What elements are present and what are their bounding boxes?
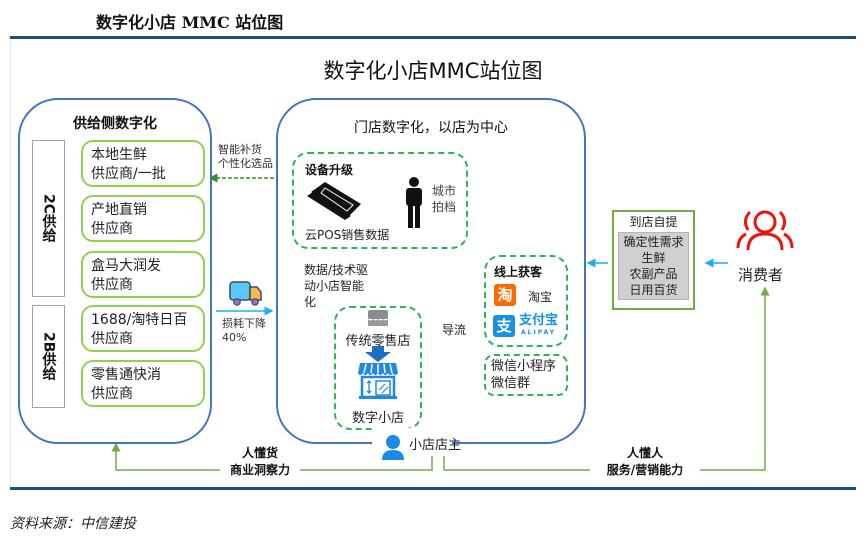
supplier-card: 零售通快消 供应商: [81, 360, 205, 407]
replenish-line1: 智能补货: [218, 143, 262, 156]
label-people-insight: 人懂人 服务/营销能力: [590, 445, 700, 479]
owner-label: 小店店主: [409, 438, 462, 453]
taobao-icon: 淘: [494, 284, 516, 306]
city-partner-label: 城市 拍档: [432, 183, 456, 215]
wechat-line1: 微信小程序: [491, 359, 557, 374]
traditional-store-label: 传统零售店: [345, 334, 411, 349]
supplier-name: 本地生鲜: [91, 147, 147, 163]
supplier-card: 产地直销 供应商: [81, 195, 205, 242]
group-label-2b: 2B供给: [32, 305, 65, 408]
supplier-card: 1688/淘特日百 供应商: [81, 305, 205, 352]
store-side-title: 门店数字化，以店为中心: [354, 120, 508, 136]
group-label-2c: 2C供给: [32, 140, 65, 297]
supply-side-title: 供给侧数字化: [73, 116, 157, 132]
data-driven-line3: 化: [304, 295, 317, 309]
truck-icon: [228, 280, 264, 312]
wechat-label: 微信小程序 微信群: [491, 358, 556, 392]
wechat-box: [484, 354, 568, 396]
bottom-rule: [10, 487, 856, 490]
digital-store-icon: [358, 363, 398, 403]
top-rule: [10, 36, 856, 39]
taobao-label: 淘宝: [528, 290, 553, 304]
label-traffic: 导流: [442, 323, 467, 337]
equipment-title: 设备升级: [305, 163, 354, 177]
loss-value: 40%: [222, 331, 247, 344]
label-loss-reduction: 损耗下降 40%: [222, 317, 266, 345]
owner-bg: [372, 428, 452, 456]
supplier-name: 盒马大润发: [91, 258, 161, 274]
pickup-item: 农副产品: [629, 267, 678, 281]
pickup-item: 生鲜: [641, 251, 666, 265]
data-driven-line1: 数据/技术驱: [304, 263, 369, 277]
supplier-name: 1688/淘特日百: [91, 312, 188, 328]
partner-line1: 城市: [432, 184, 457, 198]
arrow-down-icon: [365, 346, 391, 366]
consumer-icon: [734, 208, 796, 256]
alipay-sublabel: ALIPAY: [521, 329, 556, 336]
partner-line2: 拍档: [432, 200, 457, 214]
source-note: 资料来源：中信建投: [10, 516, 136, 532]
loss-line1: 损耗下降: [222, 317, 266, 330]
pickup-item: 日用百货: [629, 283, 678, 297]
pickup-title: 到店自提: [629, 215, 678, 229]
goods-line2: 商业洞察力: [229, 463, 290, 477]
label-data-driven: 数据/技术驱 动小店智能 化: [304, 262, 368, 310]
wechat-line2: 微信群: [491, 376, 531, 391]
supplier-type: 供应商: [91, 331, 133, 347]
page-title: 数字化小店 MMC 站位图: [96, 13, 284, 32]
pickup-item: 确定性需求: [623, 235, 684, 249]
alipay-label: 支付宝: [519, 313, 559, 328]
owner-icon: [381, 434, 405, 464]
people-line2: 服务/营销能力: [606, 463, 684, 477]
traditional-store-icon: [367, 310, 389, 330]
pos-sales-data-label: 云POS销售数据: [305, 228, 390, 242]
label-goods-insight: 人懂货 商业洞察力: [220, 445, 300, 479]
alipay-icon: 支: [493, 315, 515, 337]
data-driven-line2: 动小店智能: [304, 279, 365, 293]
supplier-card: 本地生鲜 供应商/一批: [81, 140, 205, 187]
supplier-type: 供应商: [91, 277, 133, 293]
supplier-name: 产地直销: [91, 202, 147, 218]
supplier-name: 零售通快消: [91, 367, 161, 383]
supplier-card: 盒马大润发 供应商: [81, 251, 205, 298]
diagram-title: 数字化小店MMC站位图: [323, 59, 543, 83]
digital-store-label: 数字小店: [351, 411, 404, 426]
person-icon: [403, 177, 425, 233]
supplier-type: 供应商: [91, 221, 133, 237]
pickup-items: 确定性需求 生鲜 农副产品 日用百货: [618, 232, 689, 300]
label-smart-replenish: 智能补货 个性化选品: [218, 143, 273, 171]
supplier-type: 供应商/一批: [91, 166, 166, 182]
online-acquisition-title: 线上获客: [494, 265, 543, 279]
consumer-label: 消费者: [738, 266, 784, 284]
supplier-type: 供应商: [91, 386, 133, 402]
pos-terminal-icon: [305, 180, 365, 224]
frame-border: [10, 40, 11, 489]
replenish-line2: 个性化选品: [218, 157, 273, 170]
pickup-box: 到店自提 确定性需求 生鲜 农副产品 日用百货: [612, 210, 695, 310]
goods-line1: 人懂货: [241, 446, 278, 460]
people-line1: 人懂人: [626, 446, 663, 460]
